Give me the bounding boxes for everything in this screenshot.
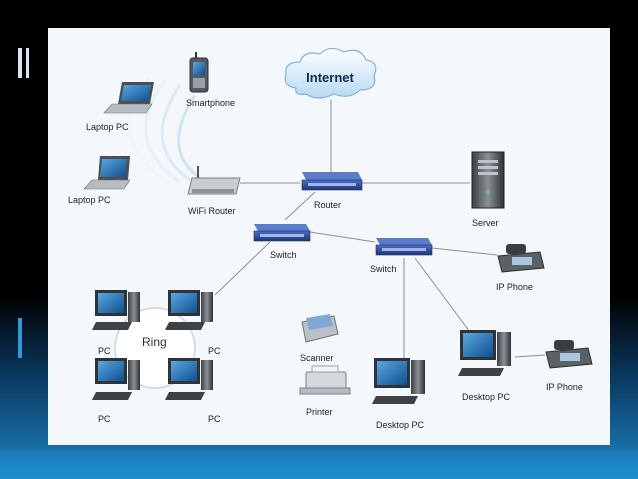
laptop-icon [103,82,154,114]
router-label: Router [314,200,341,210]
left-decoration-bar [18,48,22,78]
laptop-icon [83,156,131,190]
pc-icon [92,290,140,330]
desktop-pc-icon [372,358,425,404]
link-router-switch1 [284,191,316,221]
left-decoration-bar [26,48,29,78]
ip-phone-label-2: IP Phone [546,382,583,392]
pc-label-3: PC [98,414,111,424]
link-switch2-desktop2 [414,257,471,333]
smartphone-icon [189,52,209,93]
left-decoration-bar [18,318,22,358]
switch-label-1: Switch [270,250,297,260]
pc-icon [92,358,140,400]
smartphone-label: Smartphone [186,98,235,108]
pc-label-4: PC [208,414,221,424]
switch-icon [253,224,311,242]
ip-phone-icon [497,244,545,273]
pc-icon [165,358,213,400]
router-icon [301,172,363,191]
link-switch2-ipphone [431,247,498,256]
desktop-pc-label-2: Desktop PC [462,392,511,402]
ip-phone-label-1: IP Phone [496,282,533,292]
connection-lines [214,100,546,360]
link-switch1-ring [214,241,271,296]
pc-label-1: PC [98,346,111,356]
wifi-router-label: WiFi Router [188,206,236,216]
server-label: Server [472,218,499,228]
link-desktop2-ipphone [514,354,546,358]
laptop-label-1: Laptop PC [86,122,129,132]
ip-phone-icon [545,340,593,369]
desktop-pc-label-1: Desktop PC [376,420,425,430]
switch-icon [375,238,433,256]
link-switch1-switch2 [309,231,376,243]
ring-label: Ring [142,335,167,349]
pc-icon [165,290,213,330]
internet-label: Internet [306,70,354,85]
scanner-icon [301,314,339,343]
internet-cloud-icon [284,47,377,99]
printer-icon [299,365,351,395]
desktop-pc-icon [458,330,511,376]
server-icon [471,151,505,209]
wifi-router-icon [187,166,241,195]
blue-footer-strip [0,450,638,479]
printer-label: Printer [306,407,333,417]
laptop-label-2: Laptop PC [68,195,111,205]
scanner-label: Scanner [300,353,334,363]
pc-label-2: PC [208,346,221,356]
switch-label-2: Switch [370,264,397,274]
